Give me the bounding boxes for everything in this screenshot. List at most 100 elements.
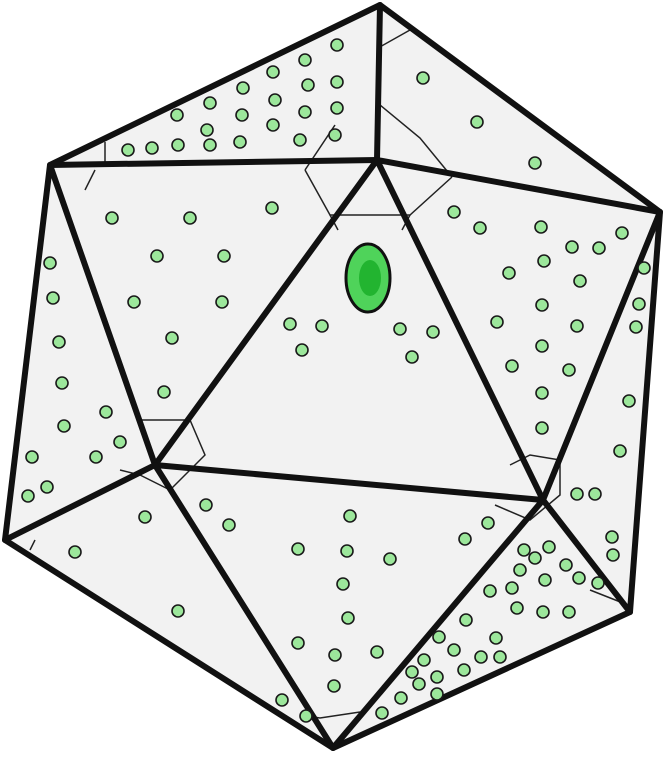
capsid-protein-dot (458, 532, 472, 546)
capsid-protein-dot (343, 509, 357, 523)
capsid-protein-dot (535, 298, 549, 312)
capsid-protein-dot (200, 123, 214, 137)
capsid-protein-dot (535, 386, 549, 400)
capsid-protein-dot (150, 249, 164, 263)
capsid-protein-dot (183, 211, 197, 225)
capsid-protein-dot (405, 665, 419, 679)
capsid-protein-dot (138, 510, 152, 524)
capsid-protein-dot (502, 266, 516, 280)
capsid-protein-dot (473, 221, 487, 235)
capsid-protein-dot (432, 630, 446, 644)
capsid-protein-dot (283, 317, 297, 331)
capsid-protein-dot (127, 295, 141, 309)
capsid-protein-dot (591, 576, 605, 590)
capsid-protein-dot (301, 78, 315, 92)
capsid-protein-dot (113, 435, 127, 449)
capsid-protein-dot (457, 663, 471, 677)
capsid-protein-dot (559, 558, 573, 572)
capsid-protein-dot (570, 487, 584, 501)
capsid-protein-dot (622, 394, 636, 408)
edge-bottom-right (330, 497, 546, 751)
capsid-protein-dot (528, 156, 542, 170)
capsid-protein-dot (327, 679, 341, 693)
capsid-protein-dot (328, 128, 342, 142)
capsid-protein-dot (562, 363, 576, 377)
capsid-protein-dot (68, 545, 82, 559)
capsid-protein-dot (265, 201, 279, 215)
capsid-protein-dot (528, 551, 542, 565)
capsid-protein-dot (505, 581, 519, 595)
capsid-protein-dot (266, 118, 280, 132)
capsid-protein-dot (266, 65, 280, 79)
capsid-protein-dot (592, 241, 606, 255)
capsid-protein-dot (121, 143, 135, 157)
capsid-protein-dot (613, 444, 627, 458)
capsid-protein-dot (199, 498, 213, 512)
capsid-protein-dot (330, 101, 344, 115)
capsid-protein-dot (505, 359, 519, 373)
capsid-protein-dot (40, 480, 54, 494)
capsid-protein-dot (426, 325, 440, 339)
capsid-protein-dot (57, 419, 71, 433)
capsid-protein-dot (570, 319, 584, 333)
capsid-protein-dot (370, 645, 384, 659)
capsid-protein-dot (233, 135, 247, 149)
capsid-protein-dot (235, 108, 249, 122)
capsid-protein-dot (489, 631, 503, 645)
capsid-protein-dot (236, 81, 250, 95)
capsid-protein-dot (340, 544, 354, 558)
capsid-protein-dot (215, 295, 229, 309)
capsid-protein-dot (535, 421, 549, 435)
central-triangle (152, 157, 546, 503)
capsid-protein-dot (157, 385, 171, 399)
edge-right-diag (540, 209, 663, 503)
capsid-protein-dot (605, 530, 619, 544)
capsid-protein-dot (21, 489, 35, 503)
capsid-protein-dot (535, 339, 549, 353)
capsid-protein-dot (330, 38, 344, 52)
capsid-protein-dot (291, 636, 305, 650)
vertex-cap-upper-center-2 (379, 104, 453, 178)
edge-lower-right (540, 497, 633, 615)
portal-inner (359, 260, 381, 296)
capsid-protein-dot (217, 249, 231, 263)
capsid-protein-dot (459, 613, 473, 627)
vertex-cap-right (494, 454, 561, 521)
capsid-protein-dot (447, 643, 461, 657)
capsid-protein-dot (510, 601, 524, 615)
capsid-protein-dot (330, 75, 344, 89)
capsid-silhouette (5, 5, 660, 748)
capsid-protein-dot (393, 322, 407, 336)
capsid-protein-dot (562, 605, 576, 619)
vertex-cap-bottom-left (29, 539, 36, 551)
capsid-protein-dot (165, 331, 179, 345)
capsid-protein-dot (336, 577, 350, 591)
capsid-protein-dot (416, 71, 430, 85)
capsid-protein-dot (490, 315, 504, 329)
capsid-protein-dot (328, 648, 342, 662)
capsid-protein-dot (171, 604, 185, 618)
capsid-protein-dot (493, 650, 507, 664)
portal-protein (344, 242, 392, 314)
capsid-protein-dot (536, 605, 550, 619)
capsid-protein-dot (572, 571, 586, 585)
edge-lower-left (2, 462, 158, 543)
capsid-protein-dot (298, 53, 312, 67)
edge-lower-center (152, 462, 336, 751)
capsid-protein-dot (606, 548, 620, 562)
capsid-protein-dot (171, 138, 185, 152)
capsid-protein-dot (268, 93, 282, 107)
edge-left-diag (47, 162, 158, 468)
capsid-protein-dot (517, 543, 531, 557)
capsid-protein-dot (629, 320, 643, 334)
vertex-cap-left (84, 169, 96, 191)
capsid-protein-dot (637, 261, 651, 275)
capsid-protein-dot (565, 240, 579, 254)
capsid-protein-dot (52, 335, 66, 349)
capsid-protein-dot (412, 677, 426, 691)
capsid-protein-dot (99, 405, 113, 419)
capsid-protein-dot (537, 254, 551, 268)
